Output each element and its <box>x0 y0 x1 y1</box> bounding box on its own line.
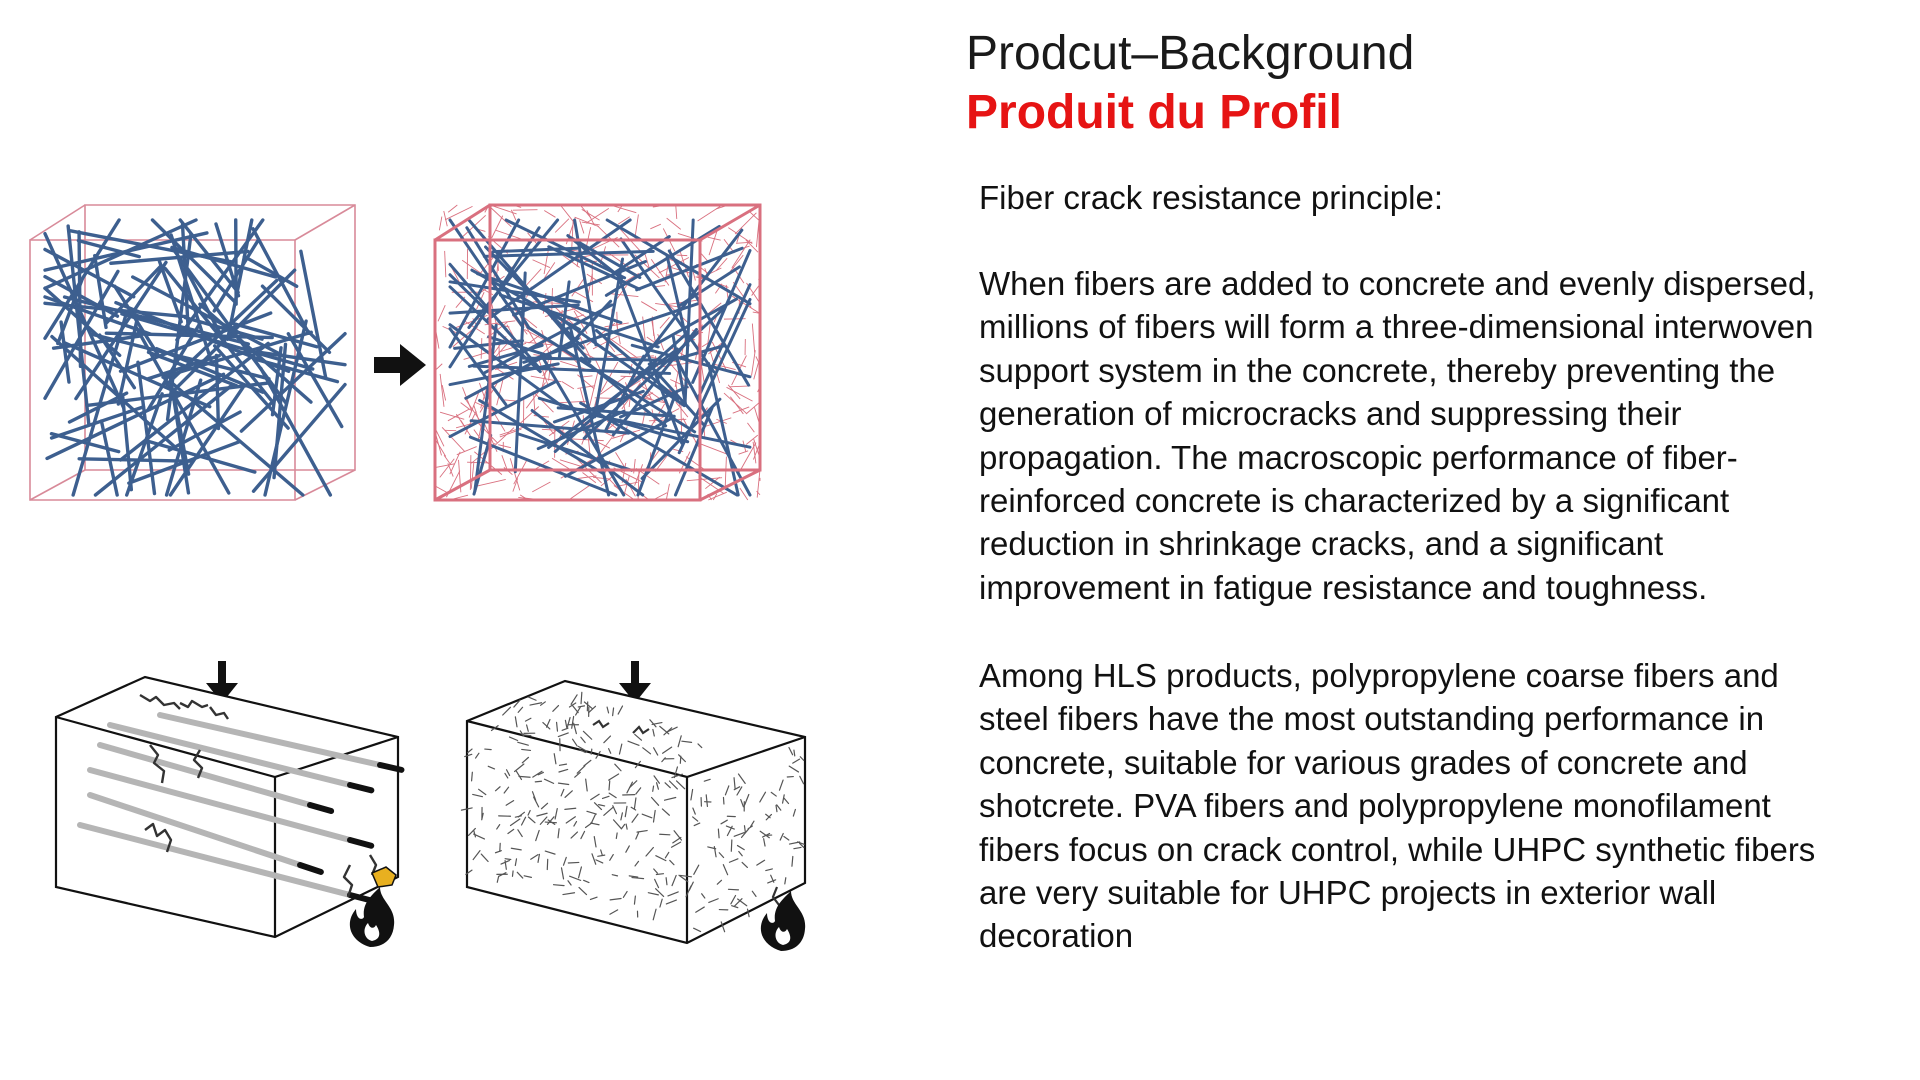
page-subtitle: Produit du Profil <box>966 86 1342 139</box>
fiber-cube-icon <box>29 204 356 501</box>
load-arrow-icon <box>619 661 651 703</box>
products-paragraph: Among HLS products, polypropylene coarse… <box>979 657 1816 955</box>
fire-icon <box>760 891 806 951</box>
page-title: Prodcut–Background <box>966 27 1415 80</box>
meshed-fiber-cube-icon <box>433 203 762 502</box>
section-heading: Fiber crack resistance principle: <box>979 179 1443 216</box>
load-arrow-icon <box>206 661 238 703</box>
fiber-beam-icon <box>460 661 807 951</box>
cracked-beam-icon <box>54 661 405 947</box>
principle-paragraph: When fibers are added to concrete and ev… <box>979 265 1816 606</box>
fire-icon <box>349 887 395 947</box>
right-arrow-icon <box>374 344 426 386</box>
